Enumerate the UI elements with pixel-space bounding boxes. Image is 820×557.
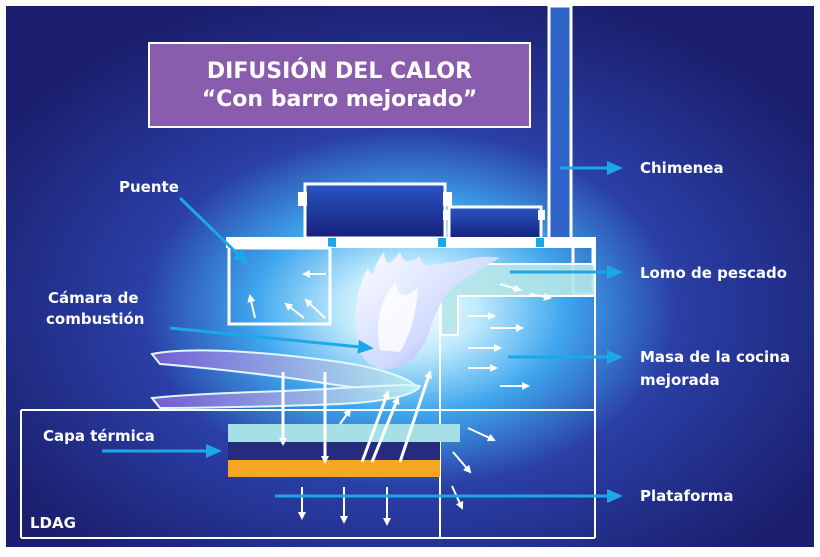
- pot-small: [443, 205, 545, 241]
- fuel-wood: [150, 349, 422, 410]
- label-masa-line-2: mejorada: [640, 371, 720, 389]
- label-plataforma: Plataforma: [640, 487, 734, 505]
- bridge-box: [227, 246, 332, 326]
- platform-down-arrows: [298, 487, 391, 526]
- label-ldag: LDAG: [30, 514, 76, 532]
- label-lomo-de-pescado: Lomo de pescado: [640, 264, 788, 282]
- label-chimenea: Chimenea: [640, 159, 724, 177]
- pointer-camara: [169, 326, 374, 354]
- title-line-2: “Con barro mejorado”: [201, 87, 478, 112]
- stove-top: [226, 237, 596, 248]
- heat-flow-arrows: [247, 270, 552, 510]
- pointer-arrows: [102, 161, 623, 503]
- label-camara-line-1: Cámara de: [48, 289, 139, 307]
- stove-body-outline: [20, 248, 596, 539]
- pointer-puente: [178, 196, 249, 265]
- heat-flow-arrows-thick: [279, 370, 432, 464]
- label-puente: Puente: [119, 178, 179, 196]
- thermal-layers: [228, 424, 460, 477]
- title-line-1: DIFUSIÓN DEL CALOR: [206, 59, 473, 84]
- label-masa-line-1: Masa de la cocina: [640, 348, 790, 366]
- pot-large: [298, 182, 452, 240]
- flame: [355, 252, 500, 370]
- title-box: DIFUSIÓN DEL CALOR “Con barro mejorado”: [148, 42, 531, 128]
- label-camara-line-2: combustión: [46, 310, 145, 328]
- label-capa-termica: Capa térmica: [43, 427, 155, 445]
